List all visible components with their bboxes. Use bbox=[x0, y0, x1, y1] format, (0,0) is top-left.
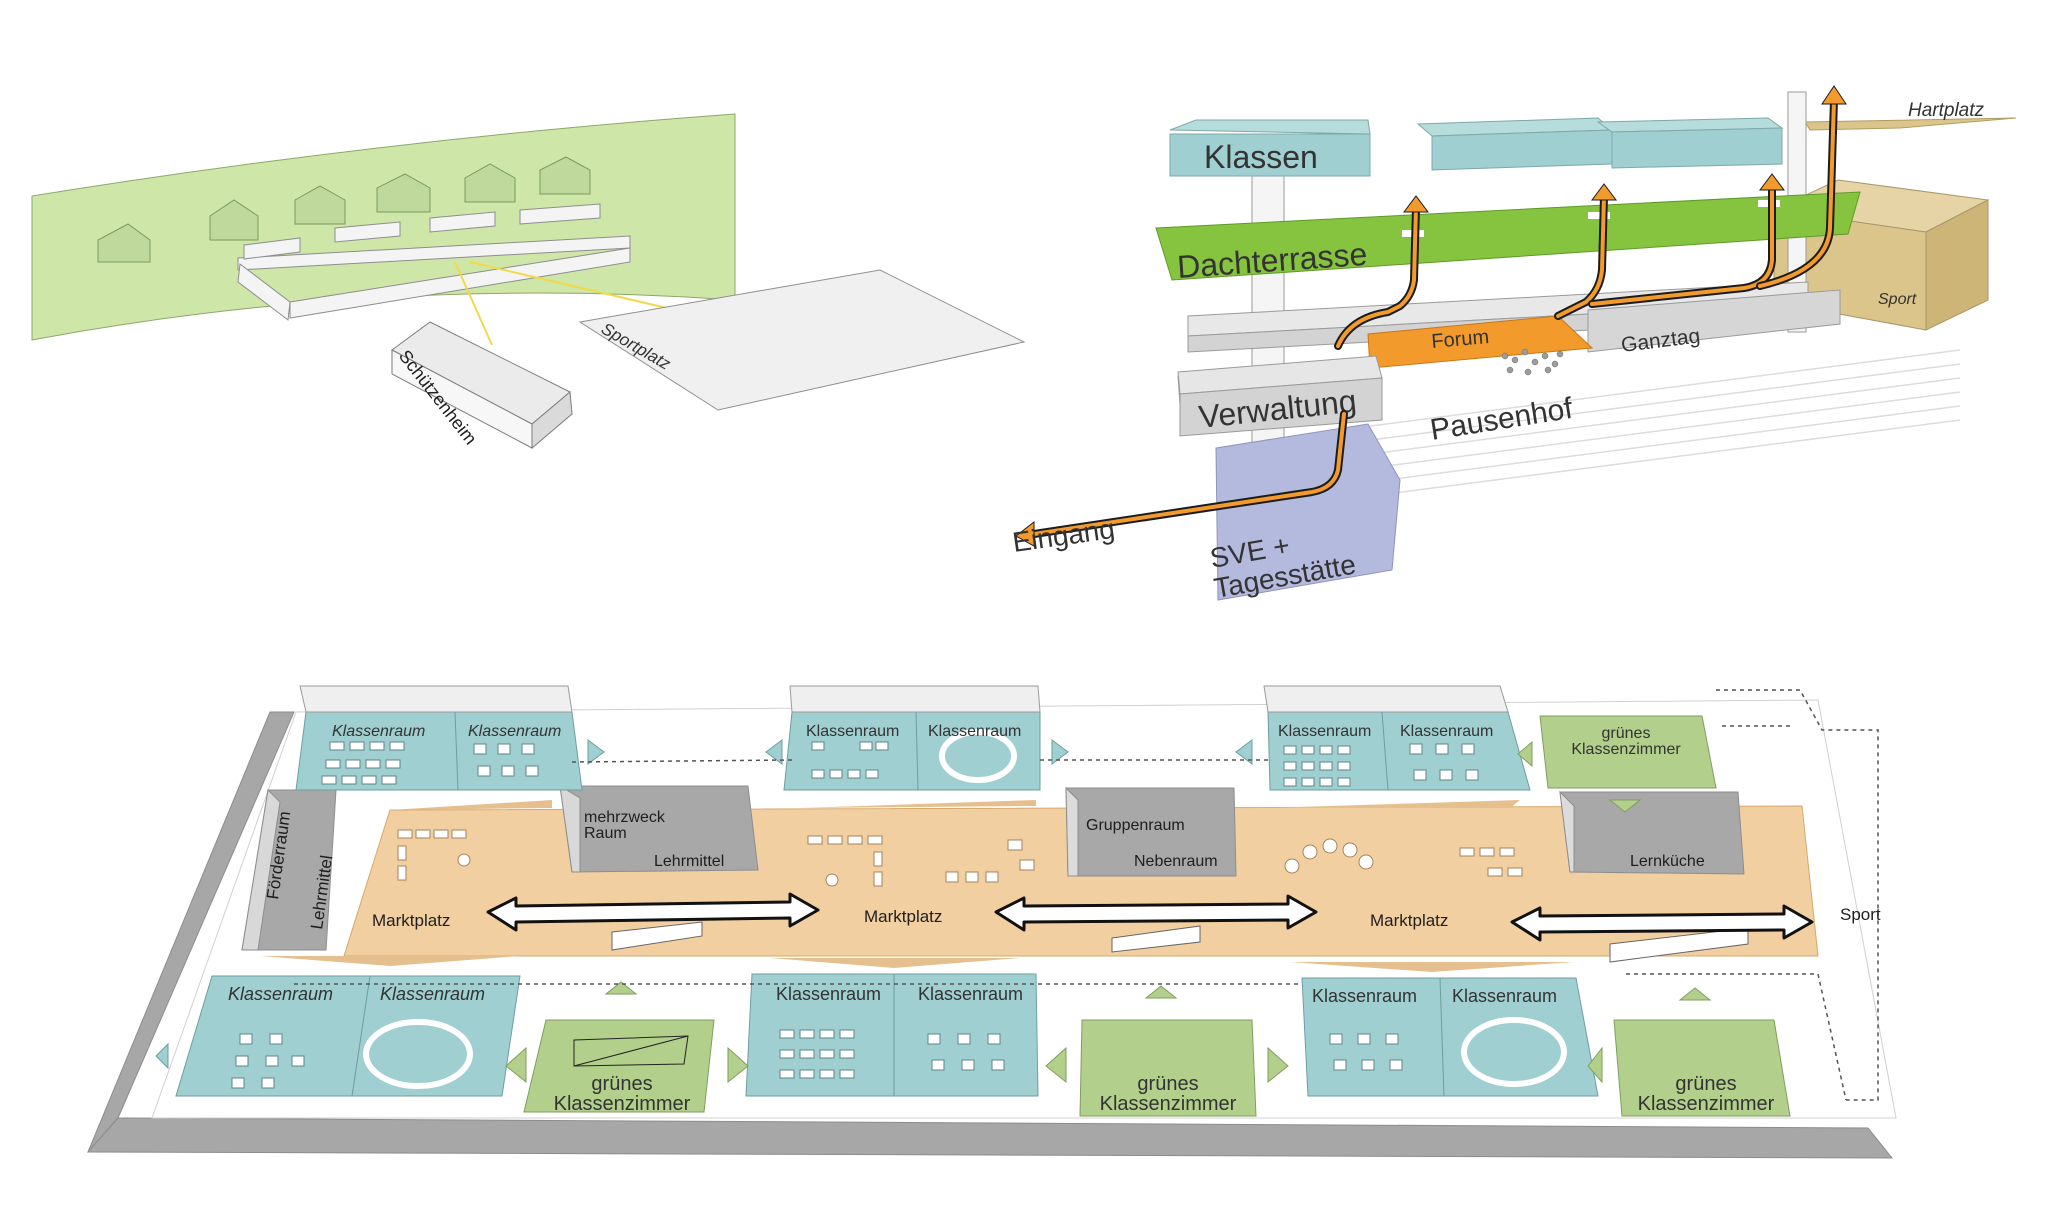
desk-groups-3 bbox=[1409, 743, 1479, 781]
site-sketch: Sportplatz Schützenheim bbox=[31, 113, 1026, 450]
desk-groups-5 bbox=[927, 1033, 1005, 1071]
green-room-top-right bbox=[1539, 715, 1717, 789]
klassenraum-label-4: Klassenraum bbox=[928, 723, 1021, 740]
gruenes-line1-b2: grünes bbox=[1137, 1073, 1198, 1095]
upper-class-blocks bbox=[1416, 117, 1784, 171]
desk-circle-1 bbox=[939, 729, 1017, 783]
verwaltung-block bbox=[1177, 355, 1383, 437]
klassenraum-label-1: Klassenraum bbox=[332, 723, 425, 740]
outer-wall-bottom bbox=[86, 1117, 1894, 1159]
klassenraum-label-3: Klassenraum bbox=[806, 723, 899, 740]
house-1 bbox=[97, 223, 151, 263]
desk-grid-5 bbox=[779, 1029, 855, 1079]
forum-people bbox=[1501, 348, 1564, 376]
desk-grid-1 bbox=[321, 741, 405, 785]
house-5 bbox=[464, 163, 516, 203]
gruenes-line2-b2: Klassenzimmer bbox=[1100, 1093, 1237, 1115]
marktplatz-circulation-arrows bbox=[486, 892, 1814, 942]
gruenes-line2-b1: Klassenzimmer bbox=[554, 1093, 691, 1115]
marktplatz-label-1: Marktplatz bbox=[372, 911, 450, 930]
hartplatz-plane bbox=[1804, 117, 2017, 131]
klassenraum-label-2: Klassenraum bbox=[468, 723, 561, 740]
eingang-label: Eingang bbox=[1011, 513, 1117, 558]
floor-plan: Klassenraum Klassenraum Klassenraum Klas… bbox=[86, 685, 1897, 1159]
desk-groups-1 bbox=[473, 743, 539, 777]
desk-groups-6 bbox=[1329, 1033, 1403, 1071]
lernkueche-label: Lernküche bbox=[1630, 853, 1705, 870]
floor-plan-labels: Klassenraum Klassenraum Klassenraum Klas… bbox=[228, 723, 1881, 1115]
furniture-layout bbox=[231, 729, 1567, 1089]
hartplatz-label: Hartplatz bbox=[1908, 100, 1985, 121]
klassenraum-label-5: Klassenraum bbox=[1278, 723, 1371, 740]
direction-triangles bbox=[155, 739, 1712, 1084]
house-4 bbox=[376, 173, 431, 213]
forum-label: Forum bbox=[1431, 326, 1490, 353]
marktplatz-label-2: Marktplatz bbox=[864, 907, 942, 926]
house-2 bbox=[209, 199, 259, 241]
desk-grid-3 bbox=[1283, 745, 1351, 787]
marktplatz-furniture bbox=[397, 829, 1523, 887]
klassenraum-label-12: Klassenraum bbox=[1452, 986, 1557, 1006]
house-6 bbox=[539, 156, 591, 195]
klassenraum-label-6: Klassenraum bbox=[1400, 723, 1493, 740]
lehrmittel-label: Lehrmittel bbox=[654, 853, 724, 870]
green-classrooms bbox=[523, 715, 1791, 1117]
schuetzenheim-building bbox=[391, 321, 573, 450]
background-houses bbox=[97, 156, 591, 263]
sport-floor-label: Sport bbox=[1840, 905, 1881, 924]
gruenes-line2-b3: Klassenzimmer bbox=[1638, 1093, 1775, 1115]
klassenraum-label-11: Klassenraum bbox=[1312, 986, 1417, 1006]
desk-groups-4 bbox=[231, 1033, 305, 1089]
circulation-paths bbox=[1030, 96, 1838, 538]
green-room-bottom-2 bbox=[1079, 1019, 1257, 1117]
school-model bbox=[237, 203, 631, 321]
concept-diagram: Hartplatz Sport Fo bbox=[1011, 85, 2017, 604]
mehrzweck-line2: Raum bbox=[584, 825, 627, 842]
gruenes-line1-top: grünes bbox=[1602, 725, 1651, 742]
gruenes-line1-b1: grünes bbox=[591, 1073, 652, 1095]
bottom-wall-segments bbox=[611, 921, 1749, 963]
gruenes-line1-b3: grünes bbox=[1675, 1073, 1736, 1095]
pausenhof-stripes bbox=[1339, 349, 1961, 501]
sportplatz-field bbox=[578, 269, 1026, 411]
klassenraum-label-10: Klassenraum bbox=[918, 984, 1023, 1004]
mehrzweck-line1: mehrzweck bbox=[584, 809, 666, 826]
klassen-block bbox=[1169, 119, 1371, 177]
grey-blocks bbox=[241, 785, 1745, 951]
nebenraum-label: Nebenraum bbox=[1134, 853, 1218, 870]
desk-circle-6 bbox=[1461, 1017, 1567, 1087]
desk-circle-4 bbox=[363, 1019, 473, 1089]
gruppenraum-label: Gruppenraum bbox=[1086, 817, 1185, 834]
klassen-label: Klassen bbox=[1204, 139, 1318, 175]
desk-grid-2 bbox=[811, 741, 889, 779]
circulation-arrowheads bbox=[1015, 85, 1847, 547]
dachterrasse-plane bbox=[1155, 191, 1861, 281]
pausenhof-label: Pausenhof bbox=[1428, 392, 1576, 447]
gruenes-line2-top: Klassenzimmer bbox=[1571, 741, 1681, 758]
sport-block-label: Sport bbox=[1878, 291, 1917, 308]
klassenraum-label-9: Klassenraum bbox=[776, 984, 881, 1004]
green-room-bottom-3 bbox=[1613, 1019, 1791, 1117]
dashed-outlines bbox=[294, 689, 1879, 1101]
klassenraum-label-8: Klassenraum bbox=[380, 984, 485, 1004]
klassenraum-label-7: Klassenraum bbox=[228, 984, 333, 1004]
marktplatz-label-3: Marktplatz bbox=[1370, 911, 1448, 930]
classroom-dividers bbox=[351, 711, 1445, 1097]
house-3 bbox=[294, 185, 346, 225]
